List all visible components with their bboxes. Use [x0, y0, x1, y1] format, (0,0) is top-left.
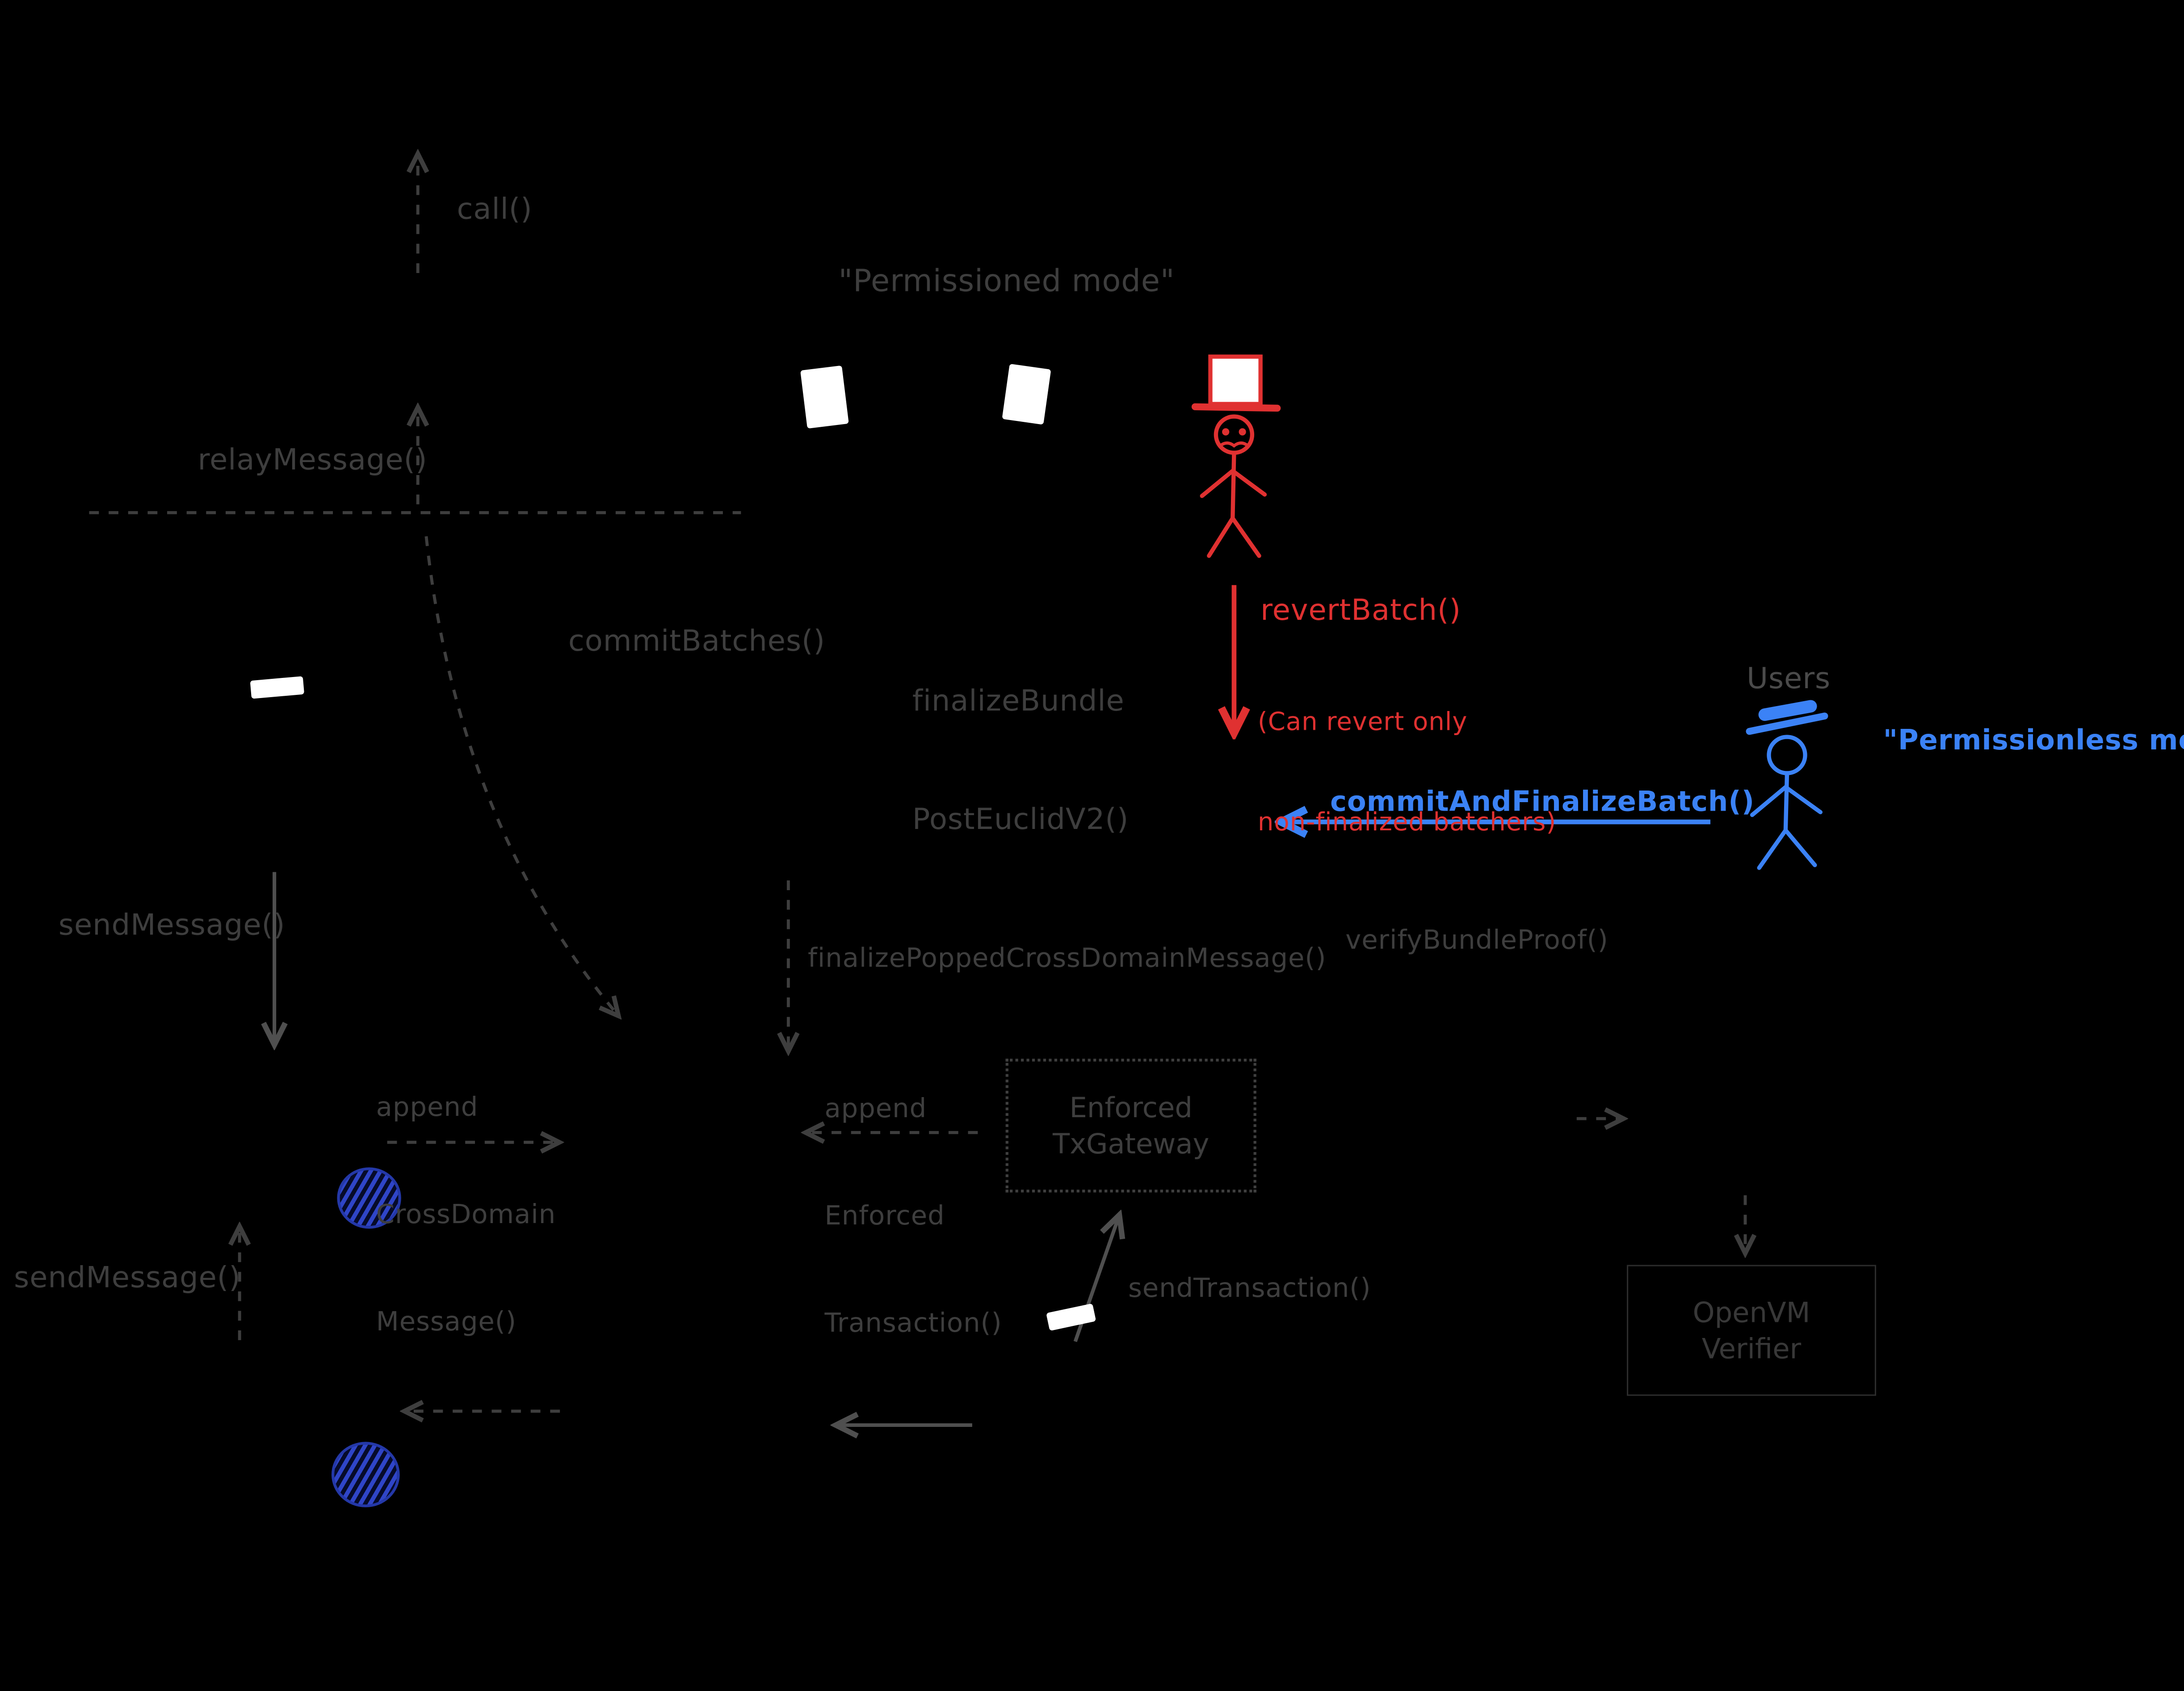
label-commit-batches: commitBatches(): [568, 624, 826, 658]
label-append-crossdomain-line3: Message(): [376, 1307, 517, 1338]
label-append-enforced-line1: append: [824, 1094, 927, 1125]
openvm-verifier-line2: Verifier: [1701, 1332, 1802, 1365]
label-send-message-bottom: sendMessage(): [14, 1261, 241, 1294]
openvm-verifier-box: OpenVM Verifier: [1627, 1265, 1877, 1396]
user-figure: [1746, 700, 1828, 870]
label-append-enforced-line2: Enforced: [824, 1201, 945, 1232]
operator-magician-figure: [1191, 354, 1281, 558]
label-send-transaction: sendTransaction(): [1128, 1273, 1371, 1304]
label-append-enforced-line3: Transaction(): [824, 1308, 1002, 1339]
label-append-enforced: append Enforced Transaction(): [824, 1021, 1002, 1414]
label-revert-batch: revertBatch(): [1260, 593, 1461, 627]
label-permissioned-mode: "Permissioned mode": [838, 265, 1175, 300]
label-commit-and-finalize-batch: commitAndFinalizeBatch(): [1330, 784, 1755, 818]
label-send-message-top: sendMessage(): [58, 908, 286, 942]
enforced-tx-gateway-line2: TxGateway: [1053, 1127, 1210, 1161]
label-verify-bundle-proof: verifyBundleProof(): [1345, 925, 1609, 956]
document-icon: [800, 365, 849, 429]
label-finalize-popped: finalizePoppedCrossDomainMessage(): [808, 943, 1327, 974]
curve-commit-batches: [424, 536, 617, 1014]
label-finalize-bundle-line2: PostEuclidV2(): [912, 802, 1129, 836]
label-append-crossdomain-line1: append: [376, 1092, 479, 1123]
label-permissionless-mode: "Permissionless mode": [1883, 723, 2184, 757]
label-call: call(): [457, 192, 533, 226]
label-finalize-bundle-line1: finalizeBundle: [912, 683, 1125, 717]
label-relay-message: relayMessage(): [197, 443, 428, 477]
label-append-crossdomain: append CrossDomain Message(): [376, 1020, 556, 1413]
label-append-crossdomain-line2: CrossDomain: [376, 1199, 556, 1231]
label-revert-note: (Can revert only non-finalized batchers): [1258, 638, 1556, 909]
label-revert-note-line2: non-finalized batchers): [1257, 808, 1557, 838]
document-icon: [1002, 363, 1051, 425]
label-revert-note-line1: (Can revert only: [1257, 707, 1468, 736]
top-hat-icon: [1208, 354, 1263, 406]
enforced-tx-gateway-line1: Enforced: [1069, 1090, 1193, 1124]
user-hat-icon: [1758, 700, 1817, 721]
enforced-tx-gateway-box: Enforced TxGateway: [1005, 1059, 1256, 1193]
label-finalize-bundle: finalizeBundle PostEuclidV2(): [912, 602, 1129, 918]
label-users: Users: [1747, 661, 1831, 695]
token-icon: [337, 1167, 401, 1229]
token-icon: [331, 1442, 400, 1507]
openvm-verifier-line1: OpenVM: [1693, 1296, 1810, 1329]
